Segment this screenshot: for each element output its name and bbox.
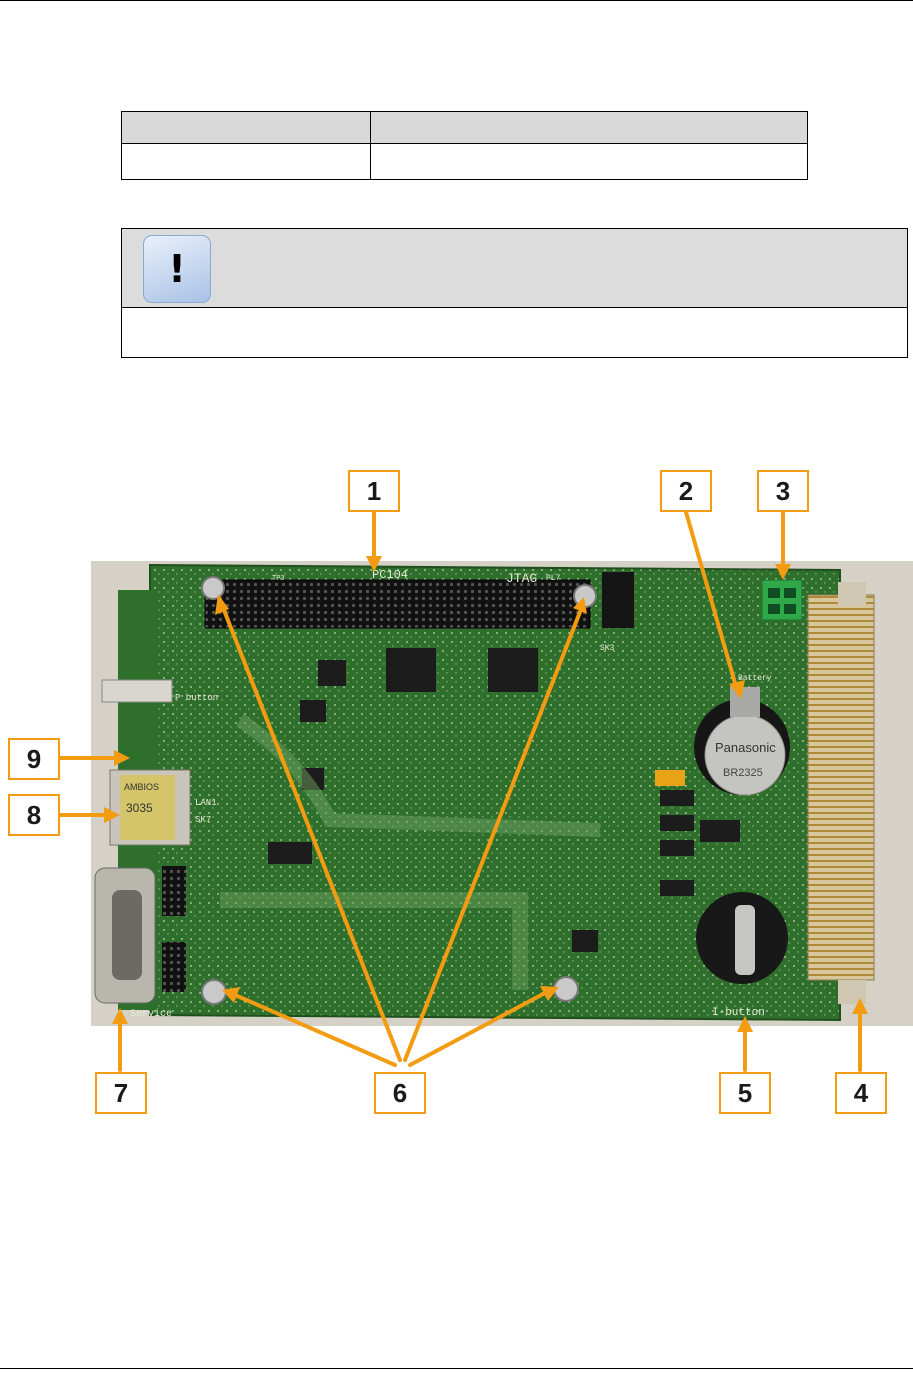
edge-connector-mount (838, 980, 866, 1004)
ic-chip (488, 648, 538, 692)
table-header-row (121, 111, 808, 144)
info-table (121, 111, 808, 180)
pcb-trace (236, 714, 601, 837)
caution-note-header: ! (122, 229, 907, 308)
ic-chip (660, 790, 694, 806)
pin-header (162, 942, 186, 992)
exclamation-icon: ! (143, 235, 211, 303)
battery-brand-label: Panasonic (715, 740, 776, 755)
mounting-standoff (553, 976, 579, 1002)
edge-connector (807, 594, 875, 981)
pin-header (162, 866, 186, 916)
mounting-standoff (201, 979, 227, 1005)
ic-chip (660, 840, 694, 856)
ic-chip (572, 930, 598, 952)
table-row (121, 143, 808, 180)
ic-chip (268, 842, 312, 864)
p-button-label: P button (175, 693, 218, 703)
callout-7: 7 (95, 1072, 147, 1114)
service-label: Service (130, 1008, 172, 1020)
sk3-label: SK3 (600, 644, 615, 653)
ic-chip (386, 648, 436, 692)
battery-model-label: BR2325 (723, 767, 763, 779)
pc104-connector (204, 579, 591, 629)
lan1-label: LAN1 (195, 798, 217, 808)
callout-2: 2 (660, 470, 712, 512)
table-header-cell (121, 111, 371, 144)
callout-arrows (58, 510, 868, 1072)
exclamation-symbol: ! (168, 247, 186, 291)
bottom-rule (0, 1368, 913, 1369)
i-button-label: I-button (712, 1007, 765, 1019)
ic-chip (318, 660, 346, 686)
ic-chip (660, 815, 694, 831)
i-button-clip (735, 905, 755, 975)
callout-4: 4 (835, 1072, 887, 1114)
callout-3: 3 (757, 470, 809, 512)
jtag-label: JTAG (506, 571, 537, 586)
table-cell (121, 143, 371, 180)
callout-6: 6 (374, 1072, 426, 1114)
pcb-trace (220, 892, 528, 990)
lan-module-digits: 3035 (126, 801, 153, 815)
push-button (101, 679, 173, 703)
callout-8: 8 (8, 794, 60, 836)
battery-label: Battery (738, 674, 772, 683)
top-rule (0, 0, 913, 1)
sk7-label: SK7 (195, 815, 211, 825)
mounting-standoff (201, 576, 225, 600)
lan-module (120, 775, 175, 840)
pc104-label: PC104 (372, 568, 408, 582)
tantalum-capacitor (655, 770, 685, 786)
callout-1: 1 (348, 470, 400, 512)
ic-chip (300, 700, 326, 722)
tp3-label: TP3 (272, 575, 285, 583)
lan-module-brand: AMBIOS (124, 782, 159, 792)
jtag-small-connector (602, 572, 634, 628)
ic-chip (660, 880, 694, 896)
ic-chip (700, 820, 740, 842)
pl7-label: PL7 (546, 574, 561, 583)
table-header-cell (370, 111, 808, 144)
edge-connector-mount (838, 582, 866, 606)
table-cell (370, 143, 808, 180)
callout-5: 5 (719, 1072, 771, 1114)
callout-9: 9 (8, 738, 60, 780)
coin-cell-battery (704, 714, 786, 796)
caution-note: ! (121, 228, 908, 358)
